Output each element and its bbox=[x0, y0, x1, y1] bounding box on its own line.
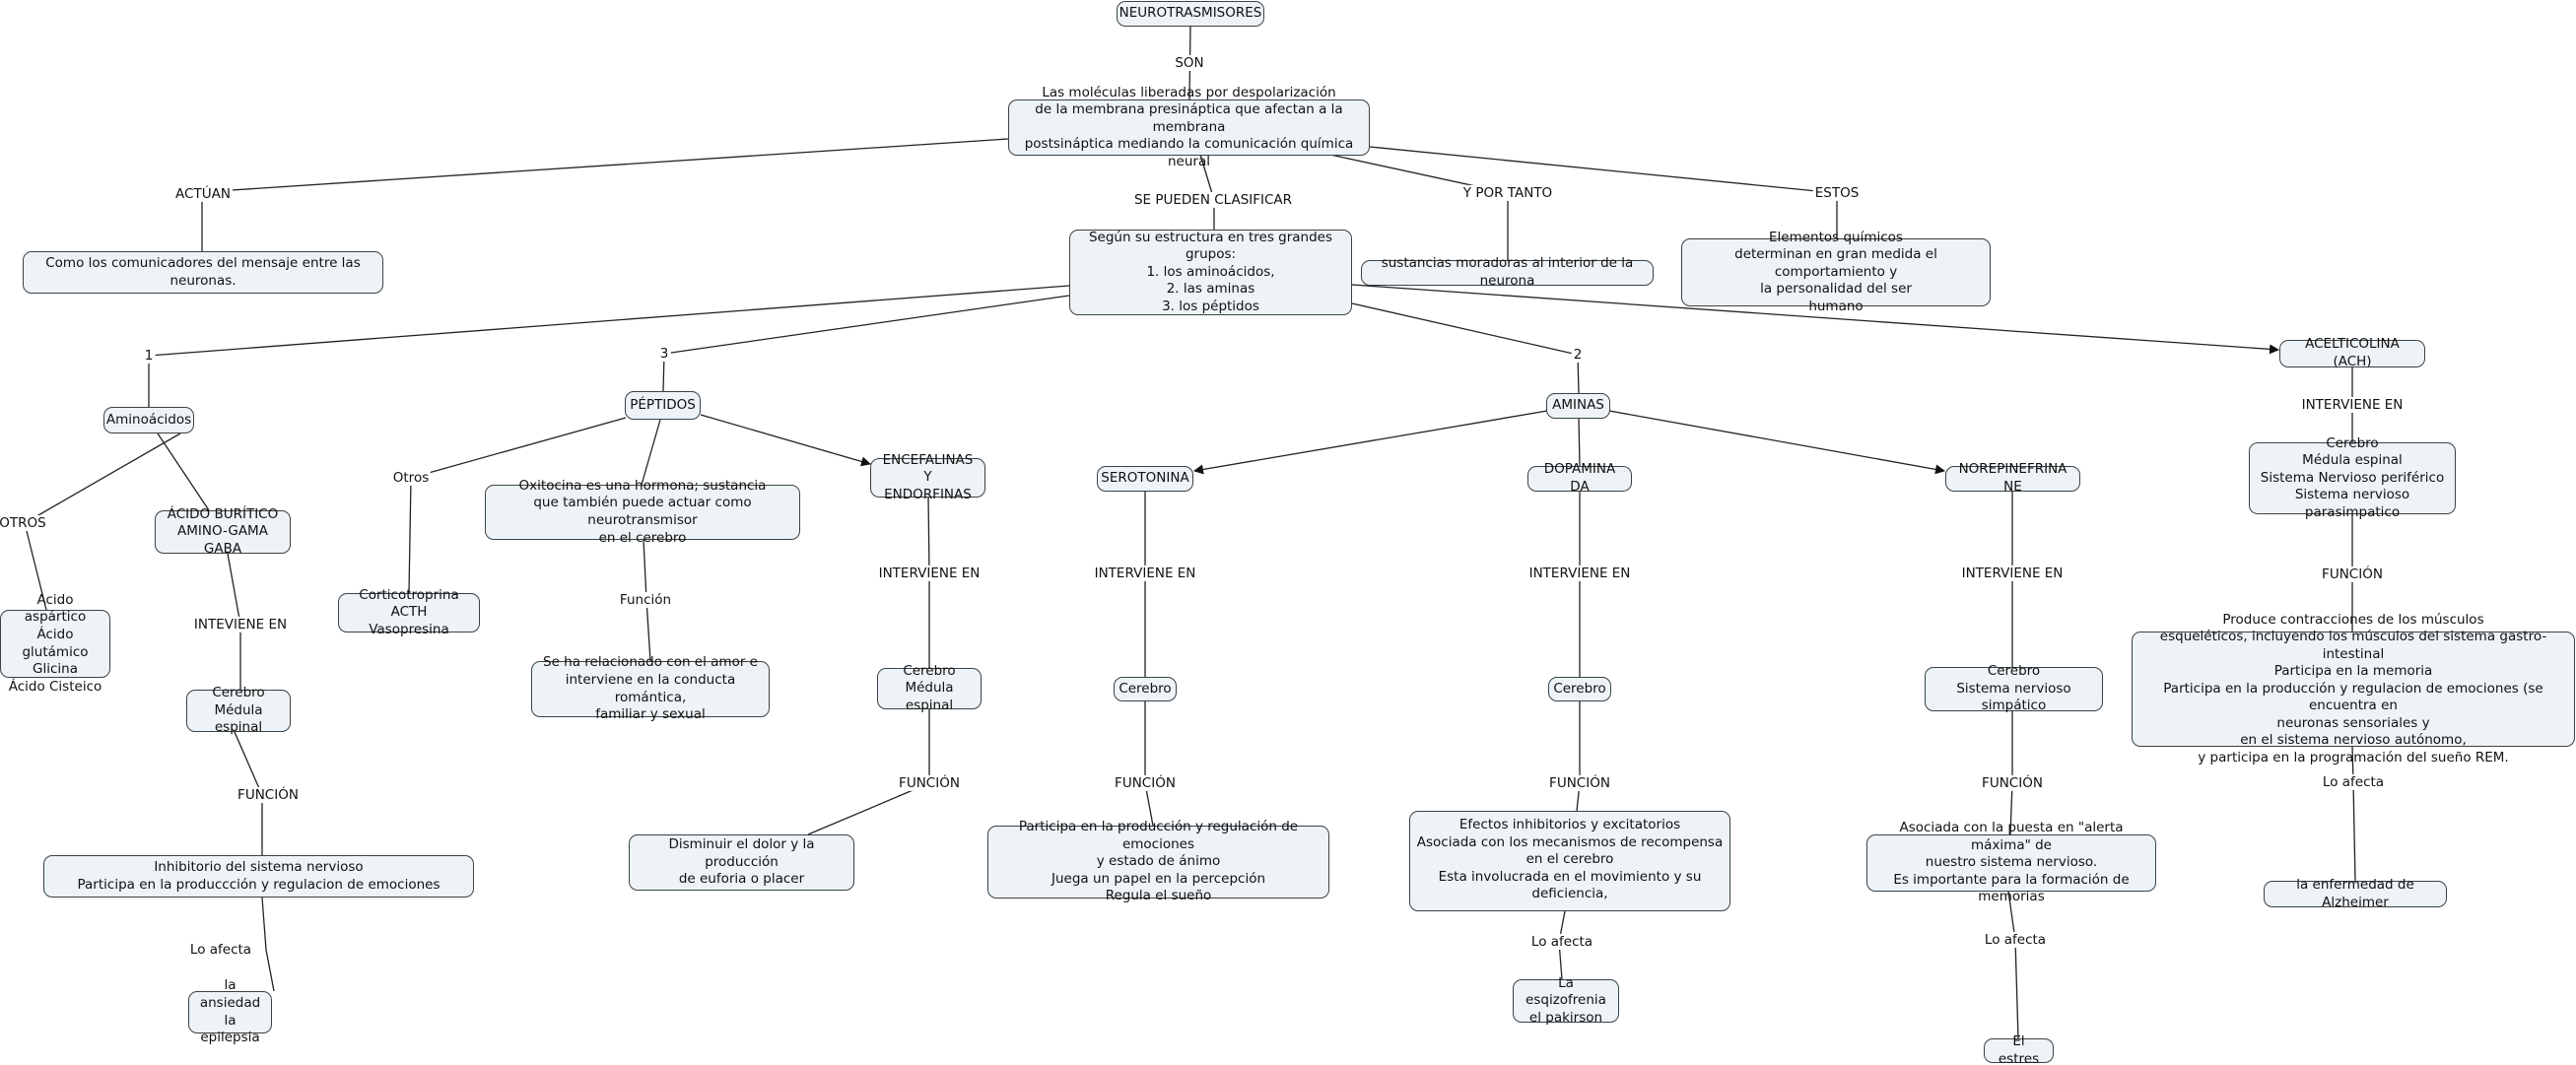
link-label-otros-peptidos: Otros bbox=[390, 469, 432, 487]
node-amor[interactable]: Se ha relacionado con el amor e intervie… bbox=[531, 654, 770, 722]
node-neurotrasmisores[interactable]: NEUROTRASMISORES bbox=[1117, 1, 1264, 27]
node-norepinefrina-cerebro[interactable]: Cerebro Sistema nervioso simpático bbox=[1925, 663, 2103, 713]
node-comunicadores[interactable]: Como los comunicadores del mensaje entre… bbox=[23, 251, 383, 294]
link-label-por-tanto: Y POR TANTO bbox=[1460, 184, 1555, 202]
link-label-1: 1 bbox=[142, 347, 156, 365]
link-label-serotonina-funcion: FUNCIÓN bbox=[1113, 774, 1178, 792]
node-serotonina-funcion[interactable]: Participa en la producción y regulación … bbox=[987, 819, 1329, 903]
link-label-otros: OTROS bbox=[0, 514, 48, 532]
link-label-actuan: ACTÚAN bbox=[173, 185, 233, 203]
node-gaba-cerebro[interactable]: Cerebro Médula espinal bbox=[186, 685, 291, 735]
node-dopamina[interactable]: DOPAMINA DA bbox=[1527, 461, 1632, 495]
node-aminas[interactable]: AMINAS bbox=[1546, 393, 1610, 419]
node-moradoras[interactable]: sustancias moradoras al interior de la n… bbox=[1361, 255, 1654, 289]
node-elementos-quimicos[interactable]: Elementos químicos determinan en gran me… bbox=[1681, 230, 1991, 314]
node-norepinefrina-afecta[interactable]: El estres bbox=[1984, 1033, 2054, 1065]
node-serotonina[interactable]: SEROTONINA bbox=[1097, 466, 1193, 492]
link-label-norepinefrina-afecta: Lo afecta bbox=[1982, 931, 2049, 949]
node-gaba[interactable]: ÁCIDO BURÍTICO AMINO-GAMA GABA bbox=[155, 506, 291, 557]
link-label-serotonina-interviene: INTERVIENE EN bbox=[1092, 565, 1198, 582]
link-label-norepinefrina-funcion: FUNCIÓN bbox=[1980, 774, 2045, 792]
node-gaba-funcion[interactable]: Inhibitorio del sistema nervioso Partici… bbox=[43, 855, 474, 898]
link-label-gaba-interviene: INTEVIENE EN bbox=[191, 616, 290, 633]
node-acelticolina-cerebro[interactable]: Cerebro Médula espinal Sistema Nervioso … bbox=[2249, 435, 2456, 520]
link-label-3: 3 bbox=[657, 345, 671, 363]
node-norepinefrina-funcion[interactable]: Asociada con la puesta en "alerta máxima… bbox=[1866, 820, 2156, 904]
link-label-clasificar: SE PUEDEN CLASIFICAR bbox=[1131, 191, 1295, 209]
node-definicion[interactable]: Las moléculas liberadas por despolarizac… bbox=[1008, 85, 1370, 169]
link-label-acelticolina-funcion: FUNCIÓN bbox=[2320, 566, 2385, 583]
node-acelticolina[interactable]: ACELTICOLINA (ACH) bbox=[2279, 336, 2425, 369]
node-dopamina-afecta[interactable]: La esqizofrenia el pakirson bbox=[1513, 975, 1619, 1026]
link-label-2: 2 bbox=[1571, 346, 1585, 364]
link-label-dopamina-funcion: FUNCIÓN bbox=[1547, 774, 1612, 792]
node-encefalinas-cerebro[interactable]: Cerebro Médula espinal bbox=[877, 663, 982, 713]
link-label-estos: ESTOS bbox=[1812, 184, 1862, 202]
link-label-gaba-funcion: FUNCIÓN bbox=[236, 786, 301, 804]
link-label-acelticolina-interviene: INTERVIENE EN bbox=[2299, 396, 2406, 414]
link-label-norepinefrina-interviene: INTERVIENE EN bbox=[1959, 565, 2066, 582]
node-aminoacidos[interactable]: Aminoácidos bbox=[103, 407, 194, 433]
node-acelticolina-funcion[interactable]: Produce contracciones de los músculos es… bbox=[2132, 612, 2575, 765]
node-acelticolina-afecta[interactable]: la enfermedad de Alzheimer bbox=[2264, 877, 2447, 910]
node-norepinefrina[interactable]: NOREPINEFRINA NE bbox=[1945, 461, 2080, 495]
node-serotonina-cerebro[interactable]: Cerebro bbox=[1114, 677, 1177, 701]
node-encefalinas[interactable]: ENCEFALINAS Y ENDORFINAS bbox=[870, 452, 985, 502]
link-label-son: SON bbox=[1173, 54, 1206, 72]
node-dopamina-funcion[interactable]: Efectos inhibitorios y excitatorios Asoc… bbox=[1409, 811, 1730, 911]
node-acth[interactable]: Corticotroprina ACTH Vasopresina bbox=[338, 587, 480, 637]
link-label-acelticolina-afecta: Lo afecta bbox=[2320, 773, 2387, 791]
node-oxitocina[interactable]: Oxitocina es una hormona; sustancia que … bbox=[485, 478, 800, 546]
node-grupos[interactable]: Según su estructura en tres grandes grup… bbox=[1069, 230, 1352, 315]
node-dopamina-cerebro[interactable]: Cerebro bbox=[1548, 677, 1611, 701]
link-label-dopamina-afecta: Lo afecta bbox=[1528, 933, 1595, 951]
node-peptidos[interactable]: PÉPTIDOS bbox=[625, 391, 701, 420]
node-otros-aminoacidos[interactable]: Acido aspártico Ácido glutámico Glicina … bbox=[0, 592, 110, 695]
link-label-oxitocina-funcion: Función bbox=[617, 591, 674, 609]
node-gaba-afecta[interactable]: la ansiedad la epilepsia bbox=[188, 977, 272, 1045]
link-label-dopamina-interviene: INTERVIENE EN bbox=[1526, 565, 1633, 582]
node-dolor[interactable]: Disminuir el dolor y la producción de eu… bbox=[629, 834, 854, 891]
link-label-encefalinas-funcion: FUNCIÓN bbox=[897, 774, 962, 792]
link-label-gaba-afecta: Lo afecta bbox=[187, 941, 254, 959]
link-label-encefalinas-interviene: INTERVIENE EN bbox=[876, 565, 983, 582]
